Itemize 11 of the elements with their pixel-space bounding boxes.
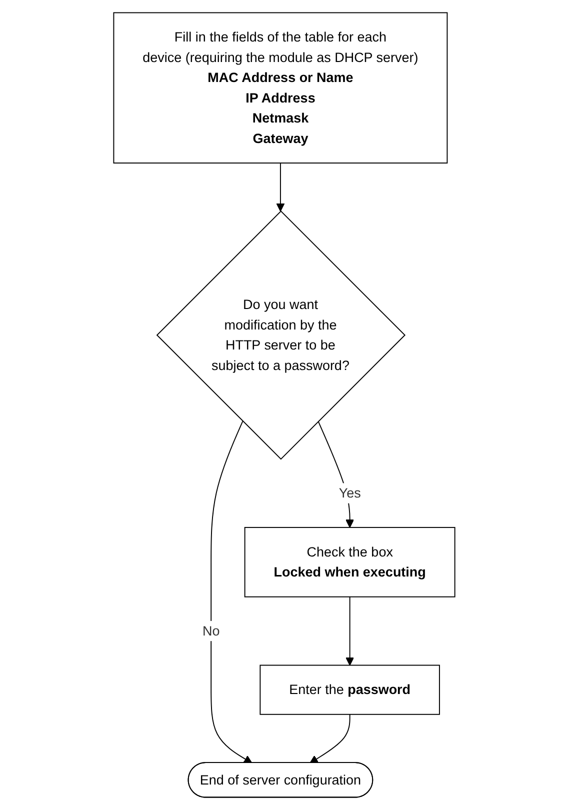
arrow <box>345 596 354 666</box>
node-box: Enter the password <box>259 664 440 714</box>
node-box: Check the box Locked when executing <box>244 526 456 597</box>
edge-label: No <box>202 622 220 638</box>
edge-label: Yes <box>338 484 361 500</box>
node-box: Fill in the fields of the table for each device (requiring the module as DHCP server) MAC Address or Name IP Address Netmask Gateway <box>112 12 448 164</box>
arrow <box>318 420 354 528</box>
node-diamond: Do you want modification by the HTTP server to be subject to a password? <box>156 210 406 460</box>
arrow <box>276 162 284 212</box>
arrow <box>309 713 350 763</box>
arrow <box>210 420 252 763</box>
